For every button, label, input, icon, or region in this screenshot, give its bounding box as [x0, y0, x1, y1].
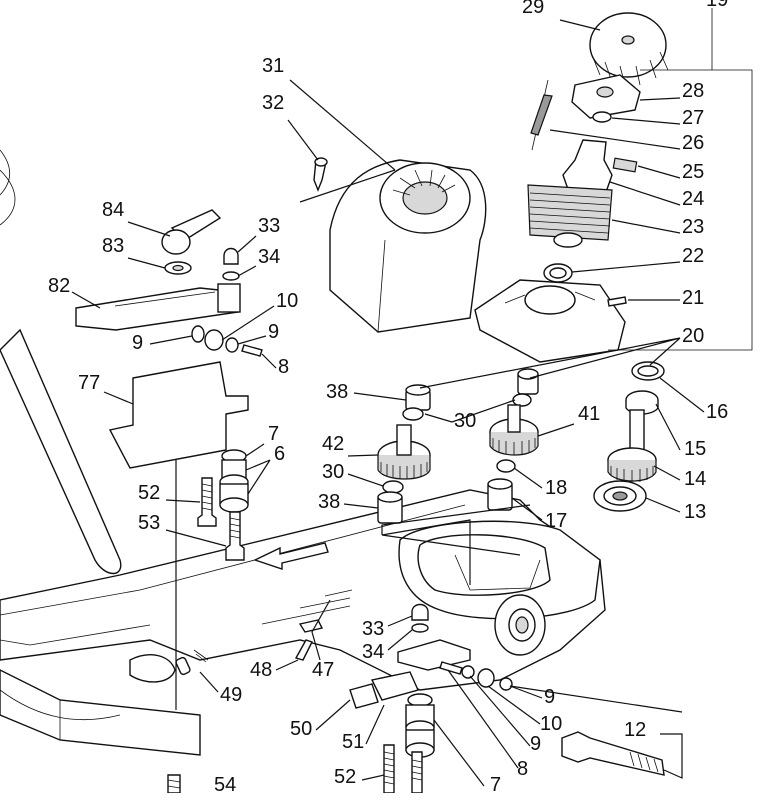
callout-label-c50: 50: [290, 718, 312, 740]
callout-label-c42: 42: [322, 433, 344, 455]
callout-label-c84: 84: [102, 199, 124, 221]
callout-label-c10a: 10: [276, 290, 298, 312]
callout-label-c12: 12: [624, 719, 646, 741]
callout-label-c51: 51: [342, 731, 364, 753]
callout-label-c10b: 10: [540, 713, 562, 735]
callout-label-c24: 24: [682, 188, 704, 210]
cover-assembly: [313, 157, 487, 333]
callout-label-c14: 14: [684, 468, 706, 490]
callout-label-c34b: 34: [362, 641, 384, 663]
callout-label-c53: 53: [138, 512, 160, 534]
callout-label-c26: 26: [682, 132, 704, 154]
center-gear-train: [377, 368, 539, 524]
callout-label-c41: 41: [578, 403, 600, 425]
callout-label-c52b: 52: [334, 766, 356, 788]
callout-label-c22: 22: [682, 245, 704, 267]
callout-label-c33b: 33: [362, 618, 384, 640]
callout-label-c33a: 33: [258, 215, 280, 237]
callout-label-c38b: 38: [318, 491, 340, 513]
right-spindle-stack: [593, 361, 665, 512]
callout-label-c23: 23: [682, 216, 704, 238]
callout-label-c82: 82: [48, 275, 70, 297]
callout-label-c54: 54: [214, 774, 236, 793]
callout-label-c25: 25: [682, 161, 704, 183]
callout-label-c20: 20: [682, 325, 704, 347]
callout-label-c16: 16: [706, 401, 728, 423]
callout-label-c8b: 8: [517, 758, 528, 780]
callout-label-c6: 6: [274, 443, 285, 465]
callout-label-c83: 83: [102, 235, 124, 257]
motor-assembly: [474, 8, 753, 363]
callout-label-c9a: 9: [132, 332, 143, 354]
callout-label-c31: 31: [262, 55, 284, 77]
callout-label-c28: 28: [682, 80, 704, 102]
callout-label-c13: 13: [684, 501, 706, 523]
callout-label-c47: 47: [312, 659, 334, 681]
callout-label-c9c: 9: [544, 686, 555, 708]
base-frame: [0, 149, 606, 756]
callout-label-c18: 18: [545, 477, 567, 499]
callout-label-c77: 77: [78, 372, 100, 394]
callout-label-c48: 48: [250, 659, 272, 681]
vise-bracket-assembly: [75, 209, 263, 561]
callout-label-c29: 29: [522, 0, 544, 18]
callout-label-c7b: 7: [490, 774, 501, 793]
callout-label-c34a: 34: [258, 246, 280, 268]
callout-label-c15: 15: [684, 438, 706, 460]
callout-label-c49: 49: [220, 684, 242, 706]
callout-label-c19: 19: [706, 0, 728, 11]
callout-label-c30b: 30: [322, 461, 344, 483]
callout-label-c9b: 9: [268, 321, 279, 343]
callout-label-c21: 21: [682, 287, 704, 309]
callout-label-c27: 27: [682, 107, 704, 129]
callout-label-c8a: 8: [278, 356, 289, 378]
callout-label-c7a: 7: [268, 423, 279, 445]
callout-label-c38a: 38: [326, 381, 348, 403]
callout-label-c17: 17: [545, 510, 567, 532]
leader-lines: [71, 19, 705, 787]
callout-label-c32: 32: [262, 92, 284, 114]
callout-label-c9d: 9: [530, 733, 541, 755]
callout-label-c30a: 30: [454, 410, 476, 432]
callout-label-c52a: 52: [138, 482, 160, 504]
